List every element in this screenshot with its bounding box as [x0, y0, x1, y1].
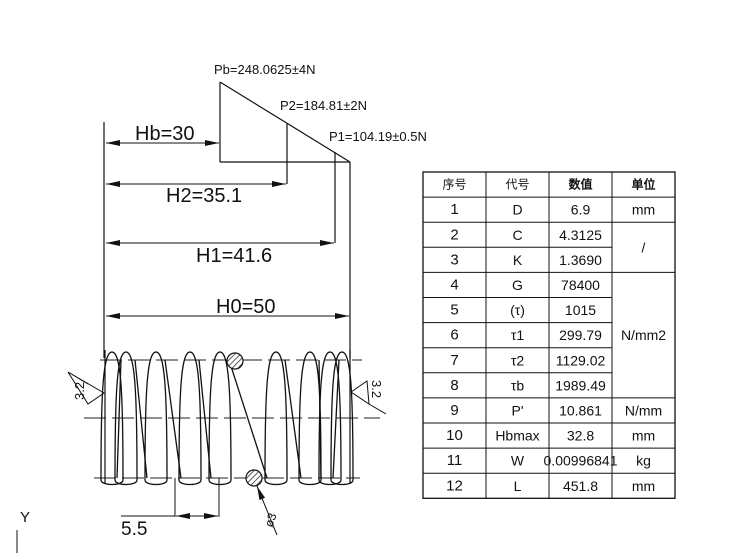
pb-label: Pb=248.0625±4N [214, 62, 315, 77]
roughness-symbol-right-icon [350, 380, 387, 415]
table-cell-code: τb [511, 377, 525, 393]
p2-label: P2=184.81±2N [280, 98, 367, 113]
roughness-symbol-left-icon [67, 371, 105, 405]
table-cell-value: 78400 [561, 277, 600, 293]
table-cell-value: 299.79 [559, 327, 602, 343]
table-cell-no: 6 [450, 327, 458, 344]
roughness-value-right: 3.2 [369, 380, 384, 398]
table-cell-unit: kg [636, 453, 651, 469]
table-cell-code: τ2 [511, 352, 525, 368]
wire-section-bottom [245, 469, 263, 487]
coil-back-strand [332, 359, 340, 479]
wire-diameter-label: ø3 [262, 511, 280, 529]
spring-coils [100, 351, 354, 486]
table-header-2: 数值 [568, 177, 592, 192]
table-cell-code: τ1 [511, 327, 525, 343]
ucs-axis-icon: Y [16, 509, 30, 553]
table-header-1: 代号 [505, 178, 529, 192]
y-axis-label: Y [20, 509, 30, 526]
table-cell-unit: / [642, 239, 646, 255]
coil-front-arc [178, 351, 202, 481]
table-cell-value: 6.9 [571, 202, 591, 218]
coil-front-arc [330, 351, 354, 481]
coil-back-strand [228, 359, 268, 479]
table-cell-code: W [511, 453, 525, 469]
coil-front-arc [100, 351, 124, 481]
table-cell-no: 9 [450, 402, 458, 419]
table-cell-unit: N/mm [625, 402, 662, 418]
table-cell-unit: mm [632, 478, 655, 494]
table-cell-no: 3 [450, 251, 458, 268]
p1-label: P1=104.19±0.5N [329, 129, 427, 144]
surface-finish-left: 3.2 [67, 371, 105, 405]
table-cell-no: 4 [450, 276, 458, 293]
coil-back-strand [116, 359, 122, 479]
table-cell-no: 10 [446, 427, 463, 444]
table-cell-value: 1.3690 [559, 252, 602, 268]
table-cell-code: L [514, 478, 522, 494]
table-cell-unit: mm [632, 202, 655, 218]
h0-label: H0=50 [216, 296, 276, 318]
wire-section-top [226, 352, 244, 370]
table-cell-unit: mm [632, 428, 655, 444]
table-cell-no: 7 [450, 352, 458, 369]
height-dimensions: Hb=30 H2=35.1 H1=41.6 H0=50 [103, 122, 349, 358]
coil-back-strand [164, 359, 182, 479]
coil-bottom-arc [330, 479, 354, 486]
table-cell-no: 11 [447, 452, 463, 469]
surface-finish-right: 3.2 [350, 380, 387, 415]
coil-front-arc [298, 351, 322, 481]
table-header-0: 序号 [442, 177, 466, 192]
pitch-label: 5.5 [121, 519, 147, 540]
table-cell-value: 1989.49 [555, 377, 606, 393]
hb-label: Hb=30 [135, 123, 195, 145]
load-slope-line [219, 81, 351, 163]
table-cell-value: 451.8 [563, 478, 598, 494]
table-cell-no: 12 [446, 477, 463, 494]
pitch-dimension: 5.5 [121, 478, 220, 540]
table-cell-code: G [512, 277, 523, 293]
coil-front-arc [318, 351, 342, 481]
table-cell-code: C [512, 227, 522, 243]
spring-body [84, 350, 380, 487]
h2-label: H2=35.1 [166, 185, 242, 207]
wire-diameter-leader [256, 485, 278, 536]
table-cell-code: P' [511, 402, 523, 418]
table-cell-value: 1015 [565, 302, 596, 318]
coil-bottom-arc [178, 479, 202, 486]
table-cell-no: 2 [450, 226, 458, 243]
table-cell-code: D [512, 202, 522, 218]
coil-bottom-arc [264, 479, 288, 486]
coil-front-arc [114, 351, 138, 481]
coil-front-arc [264, 351, 288, 481]
coil-back-strand [284, 359, 302, 479]
coil-bottom-arc [100, 479, 124, 486]
table-cell-value: 4.3125 [559, 227, 602, 243]
table-cell-code: (τ) [510, 302, 525, 318]
load-diagram: Pb=248.0625±4N P2=184.81±2N P1=104.19±0.… [214, 62, 427, 358]
table-header-3: 单位 [631, 177, 655, 192]
wire-diameter-callout: ø3 [256, 485, 280, 536]
coil-front-arc [144, 351, 168, 481]
coil-bottom-arc [318, 479, 342, 486]
table-cell-unit: N/mm2 [621, 327, 666, 343]
coil-bottom-arc [298, 479, 322, 486]
roughness-value-left: 3.2 [72, 382, 87, 400]
table-cell-value: 10.861 [559, 402, 602, 418]
coil-bottom-arc [144, 479, 168, 486]
table-cell-value: 1129.02 [556, 352, 606, 368]
table-cell-value: 32.8 [567, 428, 594, 444]
table-cell-no: 1 [450, 201, 458, 218]
table-cell-value: 0.00996841 [544, 453, 618, 469]
h1-label: H1=41.6 [196, 245, 272, 267]
table-cell-code: K [513, 252, 523, 268]
table-cell-no: 8 [450, 377, 458, 394]
coil-front-arc [208, 351, 232, 481]
table-cell-code: Hbmax [495, 428, 539, 444]
parameter-table: 序号 代号 数值 单位 1 D 6.9 2 C 4.3125 3 K 1.3690 4 G 78400 5 (τ)… [422, 171, 676, 499]
coil-bottom-arc [114, 479, 138, 486]
coil-bottom-arc [208, 479, 232, 486]
table-cell-no: 5 [450, 302, 458, 319]
